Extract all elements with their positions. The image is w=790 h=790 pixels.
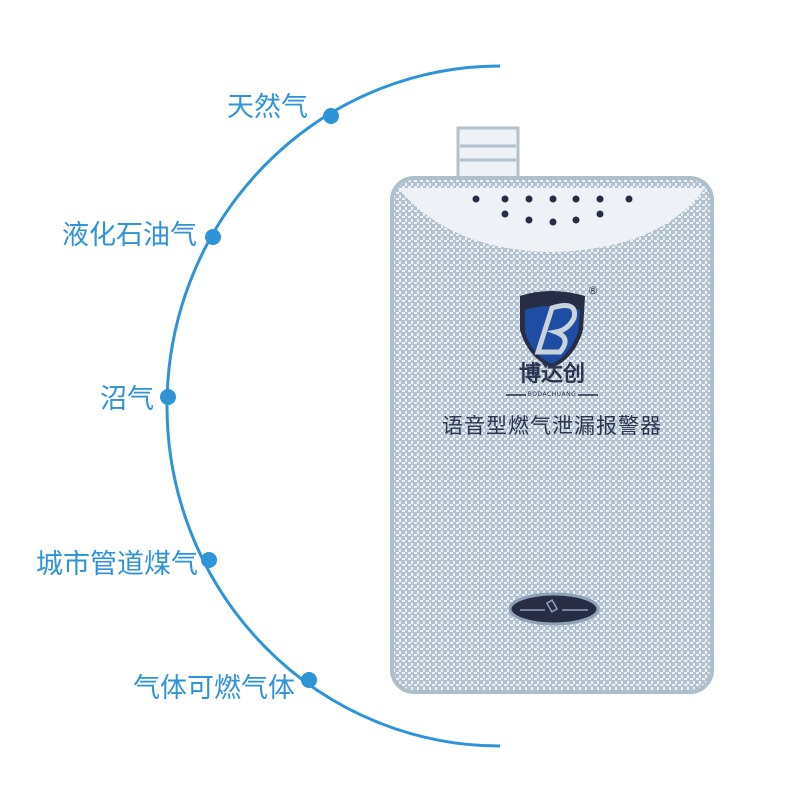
- device-body: [390, 176, 714, 694]
- shield-b-logo-icon: [520, 291, 585, 368]
- button-mark: [545, 599, 559, 613]
- arc-dot: [160, 389, 176, 405]
- arc-dot: [323, 108, 339, 124]
- arc-dot: [205, 229, 221, 245]
- gas-type-label: 城市管道煤气: [36, 549, 198, 580]
- gas-type-label: 气体可燃气体: [133, 673, 295, 704]
- arc-dot: [301, 672, 317, 688]
- gas-type-label: 天然气: [227, 92, 308, 123]
- test-button[interactable]: [508, 592, 600, 626]
- arc-dot: [201, 552, 217, 568]
- speaker-holes: [472, 195, 633, 226]
- product-name: 语音型燃气泄漏报警器: [442, 414, 662, 438]
- gas-type-label: 液化石油气: [62, 220, 197, 251]
- device-hanger-tab: [456, 126, 520, 184]
- gas-type-label: 沼气: [100, 384, 154, 415]
- arc-dots: [160, 108, 339, 688]
- brand-pinyin: BODACHUANG: [527, 391, 577, 398]
- gas-arc: [165, 64, 501, 748]
- registered-mark: ®: [587, 284, 599, 297]
- brand-name: 博达创: [518, 362, 585, 387]
